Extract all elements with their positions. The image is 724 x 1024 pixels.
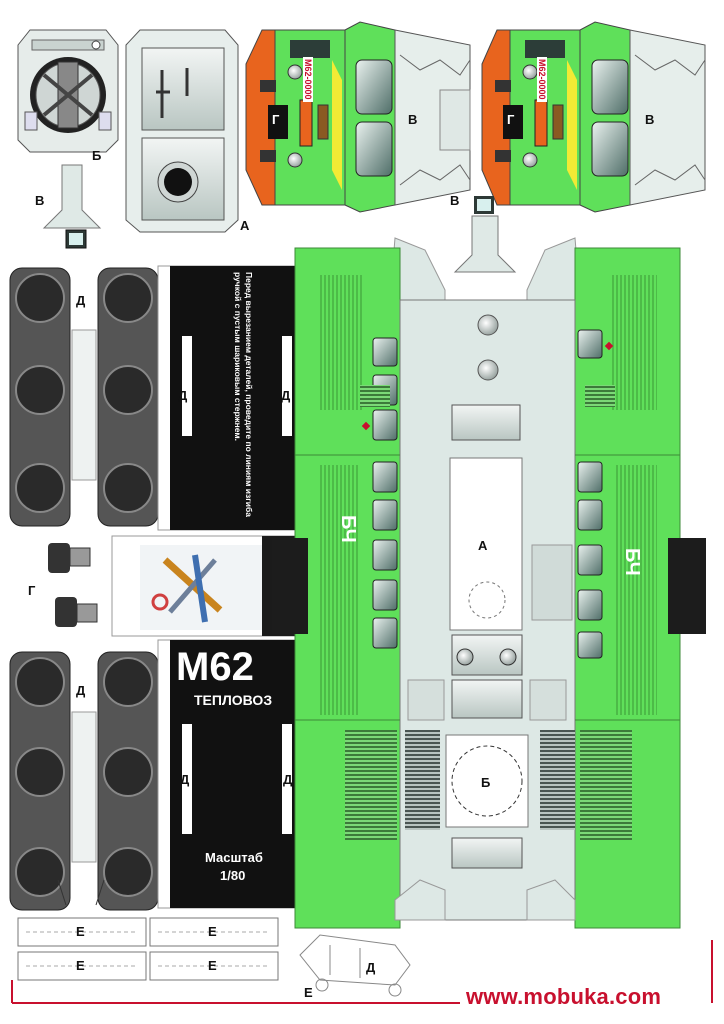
label-b-fan: Б bbox=[92, 148, 102, 163]
label-v-stand-left: В bbox=[35, 193, 45, 208]
label-d-tank-bottom-right: Д bbox=[283, 772, 293, 787]
bogie-set-top bbox=[9, 267, 159, 527]
hatch-part bbox=[125, 29, 239, 233]
label-d-tank-top-right: Д bbox=[281, 388, 291, 403]
label-a-hatch: А bbox=[240, 218, 250, 233]
side-tab-left bbox=[272, 538, 308, 634]
label-e-strip-4: Е bbox=[208, 958, 217, 973]
label-a-roof: А bbox=[478, 538, 488, 553]
emblem-left: БЧ bbox=[337, 515, 359, 543]
label-d-tank-top-left: Д bbox=[178, 388, 188, 403]
label-d-bogie-top: Д bbox=[76, 293, 86, 308]
model-subtitle: ТЕПЛОВОЗ bbox=[194, 692, 273, 708]
sheet-border bbox=[11, 940, 713, 1004]
cab-roof-left bbox=[344, 21, 471, 213]
label-d-bogie-bottom: Д bbox=[76, 683, 86, 698]
side-strips-e bbox=[17, 879, 279, 981]
label-e-strip-3: Е bbox=[76, 958, 85, 973]
label-e-sketch: Е bbox=[304, 985, 313, 1000]
scale-value: 1/80 bbox=[220, 868, 246, 883]
label-e-strip-2: Е bbox=[208, 924, 217, 939]
assembly-sketch bbox=[299, 934, 411, 997]
cab-nose-right bbox=[481, 29, 581, 206]
fuel-tank-panel-bottom bbox=[157, 639, 307, 909]
cab-letter-right: Г bbox=[507, 112, 515, 127]
emblem-right: БЧ bbox=[621, 548, 643, 576]
couplers-g bbox=[48, 543, 98, 627]
label-g-couplers: Г bbox=[28, 583, 36, 598]
cab-roof-right bbox=[579, 21, 706, 213]
instruction-text: Перед вырезанием деталей, проведите по л… bbox=[233, 272, 254, 517]
label-d-tank-bottom-left: Д bbox=[180, 772, 190, 787]
stand-part-v-left bbox=[42, 164, 102, 249]
model-title: М62 bbox=[176, 645, 254, 689]
label-e-strip-1: Е bbox=[76, 924, 85, 939]
scale-label: Масштаб bbox=[205, 850, 263, 865]
label-d-sketch: Д bbox=[366, 960, 376, 975]
side-tab-right bbox=[668, 538, 706, 634]
label-v-cab-right: В bbox=[645, 112, 655, 127]
locomotive-body bbox=[294, 237, 681, 929]
stand-part-v-right bbox=[453, 196, 517, 273]
cab-letter-left: Г bbox=[272, 112, 280, 127]
fan-part bbox=[17, 29, 119, 153]
label-v-cab-left: В bbox=[408, 112, 418, 127]
label-v-stand-right: В bbox=[450, 193, 460, 208]
cab-plate-right: М62-0000 bbox=[537, 57, 547, 102]
cab-nose-left bbox=[245, 29, 346, 206]
cab-plate-left: М62-0000 bbox=[303, 57, 313, 102]
website-link[interactable]: www.mobuka.com bbox=[466, 984, 662, 1009]
fuel-tank-panel-top bbox=[157, 265, 307, 531]
label-b-roof: Б bbox=[481, 775, 491, 790]
